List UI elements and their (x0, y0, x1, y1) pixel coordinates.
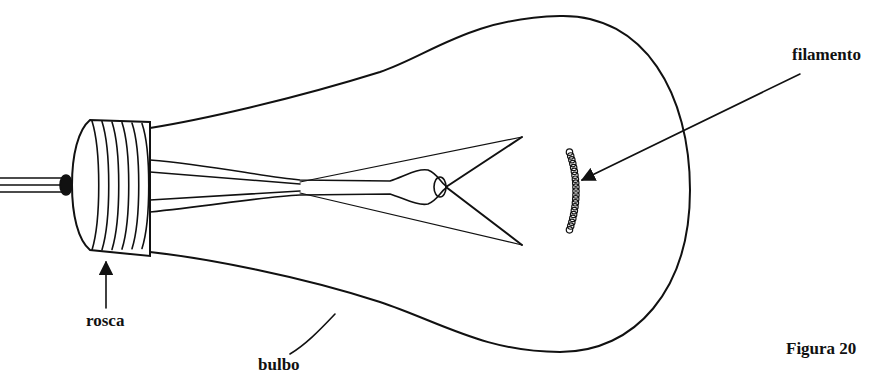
lead-wire (0, 184, 62, 186)
stem-wire (150, 191, 300, 200)
glass-bulb (150, 16, 690, 352)
thread-ridge (142, 124, 149, 249)
contact-tip (60, 175, 72, 195)
thread-ridge (102, 122, 109, 250)
support-wire (446, 187, 522, 245)
thread-ridge (132, 123, 139, 249)
part-label: rosca (86, 312, 124, 331)
support-wire (446, 137, 522, 187)
screw-threads (92, 121, 149, 250)
lead-wire (0, 177, 62, 179)
thread-ridge (122, 123, 129, 250)
filament-turn (566, 227, 572, 233)
filament-coil (566, 149, 579, 233)
leader-arrow (105, 262, 107, 308)
stem-button (434, 177, 446, 197)
thread-ridge (92, 121, 99, 250)
thread-ridge (112, 122, 119, 249)
stem-wire (150, 172, 300, 184)
screw-base (72, 120, 150, 256)
leader-arrow (582, 74, 800, 180)
glass-stem (150, 160, 446, 212)
part-label: bulbo (258, 356, 300, 375)
part-label: filamento (792, 46, 861, 65)
figure-caption: Figura 20 (786, 340, 856, 359)
leader-line (290, 314, 335, 354)
lead-wire (0, 191, 62, 193)
